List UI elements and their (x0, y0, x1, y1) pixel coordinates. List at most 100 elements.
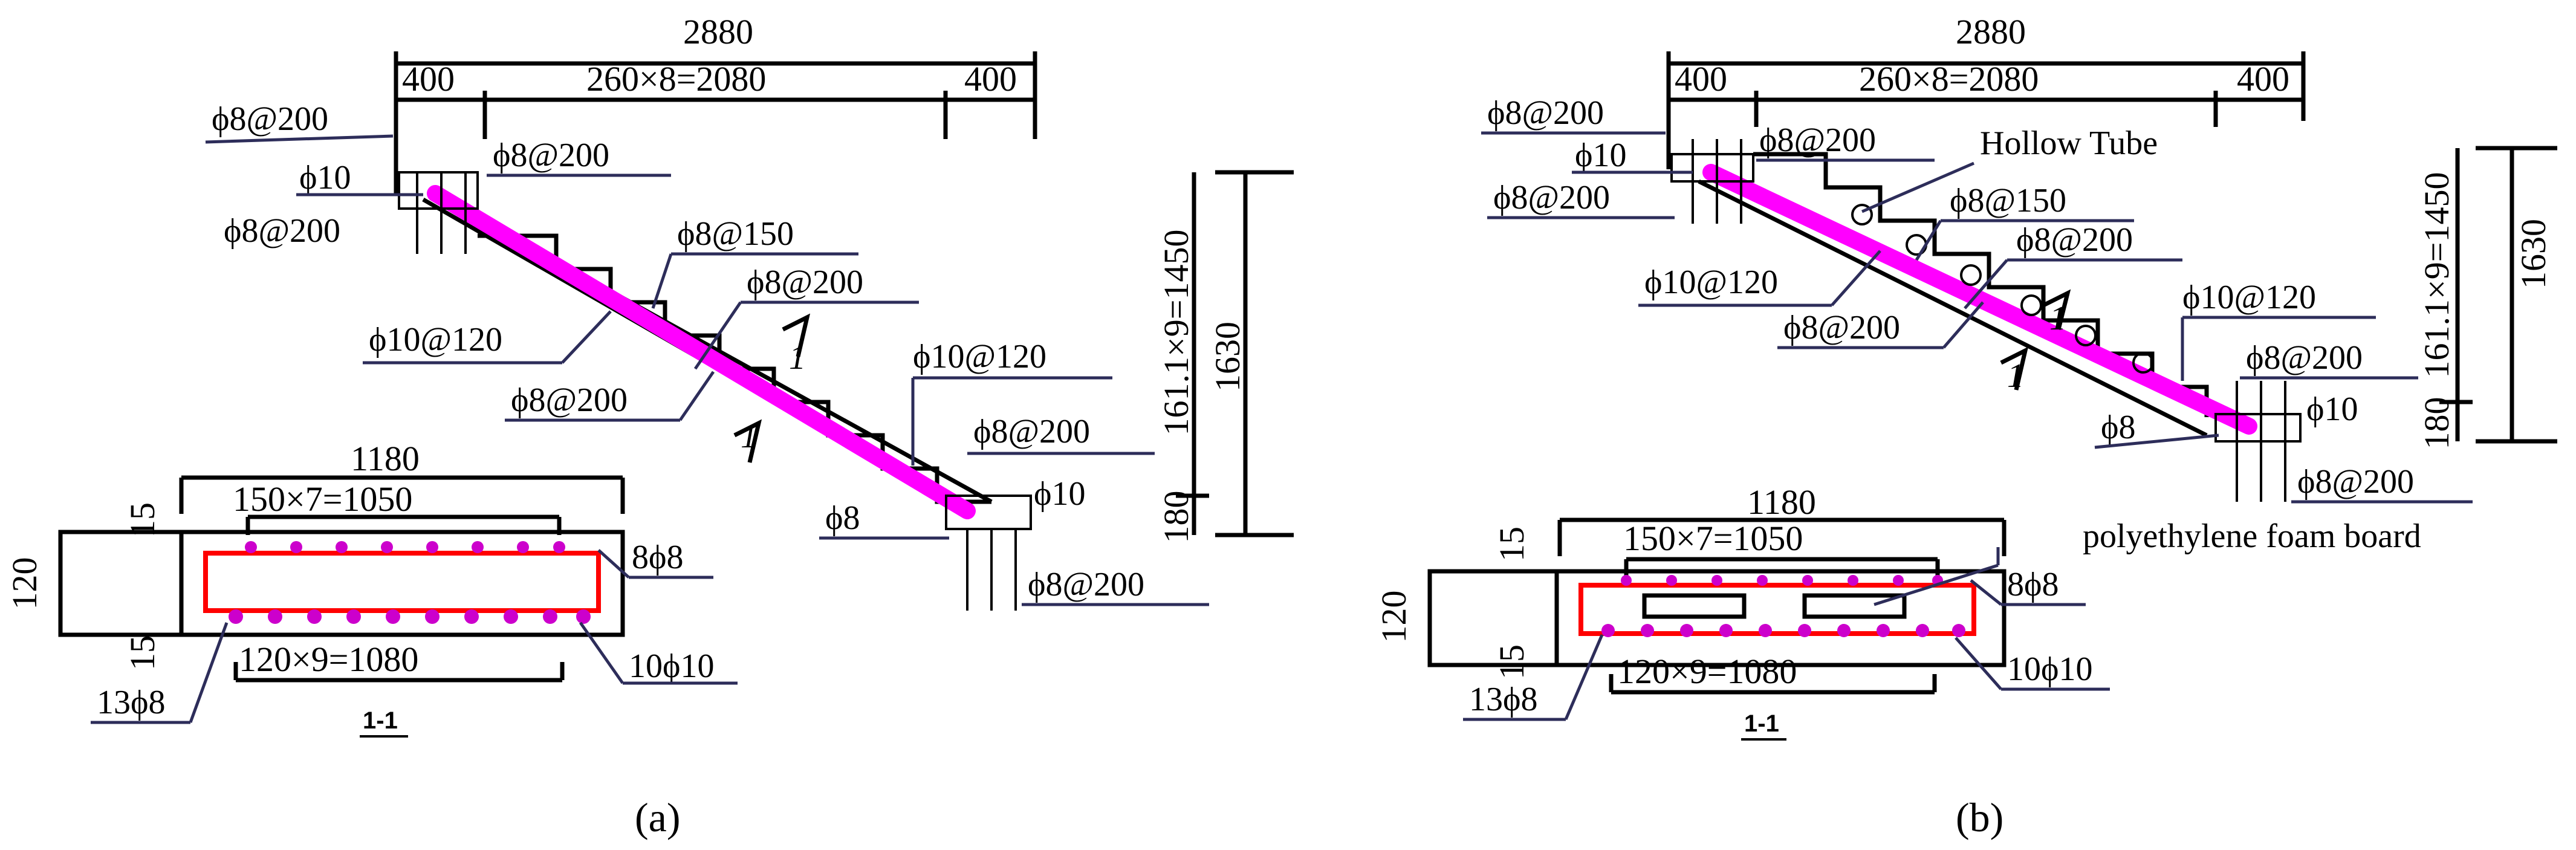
section-outline (179, 530, 625, 637)
cut-mark-lower: 1 (741, 418, 758, 455)
foam-board-left (1642, 593, 1747, 619)
label-top-bar: ϕ10 (299, 159, 351, 196)
section-boundary-b (1578, 583, 1976, 636)
top-dimension-chain: 2880 400 260×8=2080 400 (394, 12, 1037, 193)
section-1-1: 1180 150×7=1050 15 15 120 120×9=1080 (5, 439, 738, 738)
top-dimension-chain-b: 2880 400 260×8=2080 400 (1666, 12, 2306, 169)
sec-top-bars-b: 8ϕ8 (2007, 566, 2059, 603)
sec-top-spacing: 150×7=1050 (233, 479, 412, 519)
dim-left-b: 400 (1675, 59, 1727, 99)
top-landing-beam-b (1670, 153, 1754, 183)
sec-bot-bars-b: 10ϕ10 (2007, 650, 2092, 688)
dim-total: 2880 (683, 12, 753, 51)
top-bars-row (245, 541, 565, 553)
label-main-bar-b: ϕ10@120 (1644, 264, 1778, 301)
label-bot-small: ϕ8 (825, 499, 860, 537)
section-boundary (203, 551, 601, 613)
sec-depth-b: 120 (1374, 591, 1413, 643)
sec-top-spacing-b: 150×7=1050 (1623, 519, 1803, 558)
label-top-lower: ϕ8@200 (224, 212, 340, 250)
rebar-labels-b: ϕ8@200 ϕ10 ϕ8@200 ϕ8@200 Hollow Tube ϕ8@… (1481, 94, 2473, 504)
sec-bot-spacing-b: 120×9=1080 (1617, 652, 1797, 691)
label-top-right: ϕ8@200 (493, 137, 609, 174)
sec-depth: 120 (5, 557, 44, 610)
label-hollow-b: Hollow Tube (1980, 125, 2158, 162)
panel-a: 2880 400 260×8=2080 400 1 1 (5, 12, 1294, 840)
sec-total-b: 1180 (1747, 482, 1816, 522)
label-bot-stirrup-b: ϕ8@200 (2246, 339, 2363, 377)
dim-thick-b: 180 (2417, 397, 2456, 450)
bottom-bars-row (229, 609, 591, 624)
bottom-bars-row-b (1601, 624, 1965, 637)
caption-b: (b) (1956, 794, 2003, 840)
sec-cover-bot: 15 (123, 635, 162, 670)
rebar-labels: ϕ8@200 ϕ10 ϕ8@200 ϕ8@200 ϕ8@150 ϕ8@200 ϕ… (205, 100, 1209, 606)
label-top-right-b: ϕ8@200 (1759, 122, 1876, 159)
section-cut-upper (782, 313, 811, 357)
section-cut-lower (733, 419, 762, 463)
sec-cover-bot-b: 15 (1492, 644, 1531, 680)
label-bot-lower-b: ϕ8@200 (2297, 463, 2414, 501)
label-dist-top: ϕ8@150 (677, 215, 794, 253)
label-top-bar-b: ϕ10 (1575, 137, 1626, 174)
stair-soffit-b (1698, 179, 2208, 438)
sec-bot-bars: 10ϕ10 (629, 647, 714, 685)
sec-stirrups-b: 13ϕ8 (1469, 681, 1537, 718)
sec-stirrups: 13ϕ8 (97, 684, 165, 721)
dim-height-b: 1630 (2514, 219, 2553, 289)
sec-cover-top-b: 15 (1492, 527, 1531, 562)
label-main-bar: ϕ10@120 (369, 321, 502, 358)
sec-top-bars: 8ϕ8 (632, 539, 683, 576)
label-bot-lower: ϕ8@200 (1028, 566, 1144, 603)
right-dimensions: 1630 161.1×9=1450 180 (1157, 170, 1294, 543)
label-top-stirrup-b: ϕ8@200 (1487, 94, 1604, 132)
dim-rise-b: 161.1×9=1450 (2417, 172, 2456, 378)
dim-rise: 161.1×9=1450 (1157, 230, 1196, 436)
sec-title: 1-1 (363, 707, 398, 734)
dim-height: 1630 (1208, 322, 1247, 392)
top-landing-beam (398, 171, 479, 210)
dim-right-b: 400 (2237, 59, 2289, 99)
bottom-landing-beam-b (2214, 413, 2302, 443)
section-outline-b (1554, 569, 2007, 667)
label-top-lower-b: ϕ8@200 (1493, 179, 1610, 216)
stair-main-rebar (427, 185, 976, 519)
sec-title-b: 1-1 (1744, 710, 1779, 737)
label-bot-main-b: ϕ10@120 (2182, 279, 2316, 316)
label-dist-bot-b: ϕ8@200 (1783, 309, 1900, 346)
section-cut-lower-b (2000, 346, 2029, 391)
section-1-1-b: 1180 150×7=1050 15 15 120 120 (1374, 482, 2421, 741)
dim-thick: 180 (1157, 491, 1196, 543)
top-bars-row-b (1621, 575, 1943, 586)
caption-a: (a) (635, 794, 680, 840)
label-dist-mid-b: ϕ8@200 (2016, 221, 2133, 259)
section-cut-upper-b (2042, 289, 2071, 330)
label-bot-stirrup: ϕ8@200 (973, 413, 1090, 450)
cut-mark-upper: 1 (789, 339, 806, 377)
cut-mark-upper-b: 1 (2049, 300, 2066, 337)
right-dimensions-b: 1630 161.1×9=1450 180 (2417, 146, 2557, 450)
panel-b: 2880 400 260×8=2080 400 1 1 (1374, 12, 2557, 840)
label-dist-mid: ϕ8@200 (747, 264, 863, 301)
label-bot-small-b: ϕ8 (2101, 409, 2135, 446)
label-bot-main: ϕ10@120 (913, 338, 1046, 375)
dim-mid: 260×8=2080 (586, 59, 766, 99)
cut-mark-lower-b: 1 (2007, 357, 2024, 395)
dim-right: 400 (964, 59, 1017, 99)
label-bot-bar-b: ϕ10 (2306, 391, 2358, 428)
sec-cover-top: 15 (123, 502, 162, 537)
foam-board-right (1802, 593, 1907, 619)
label-bot-bar: ϕ10 (1034, 475, 1085, 513)
sec-total: 1180 (351, 439, 420, 478)
dim-mid-b: 260×8=2080 (1859, 59, 2039, 99)
dim-total-b: 2880 (1956, 12, 2026, 51)
dim-left: 400 (402, 59, 455, 99)
label-top-stirrup: ϕ8@200 (212, 100, 328, 138)
stair-main-rebar-b (1702, 164, 2257, 435)
bottom-landing-beam (945, 495, 1032, 530)
sec-bot-spacing: 120×9=1080 (239, 640, 418, 679)
sec-foam-b: polyethylene foam board (2083, 517, 2421, 555)
label-dist-top-b: ϕ8@150 (1950, 182, 2066, 219)
label-dist-bot: ϕ8@200 (511, 381, 628, 419)
